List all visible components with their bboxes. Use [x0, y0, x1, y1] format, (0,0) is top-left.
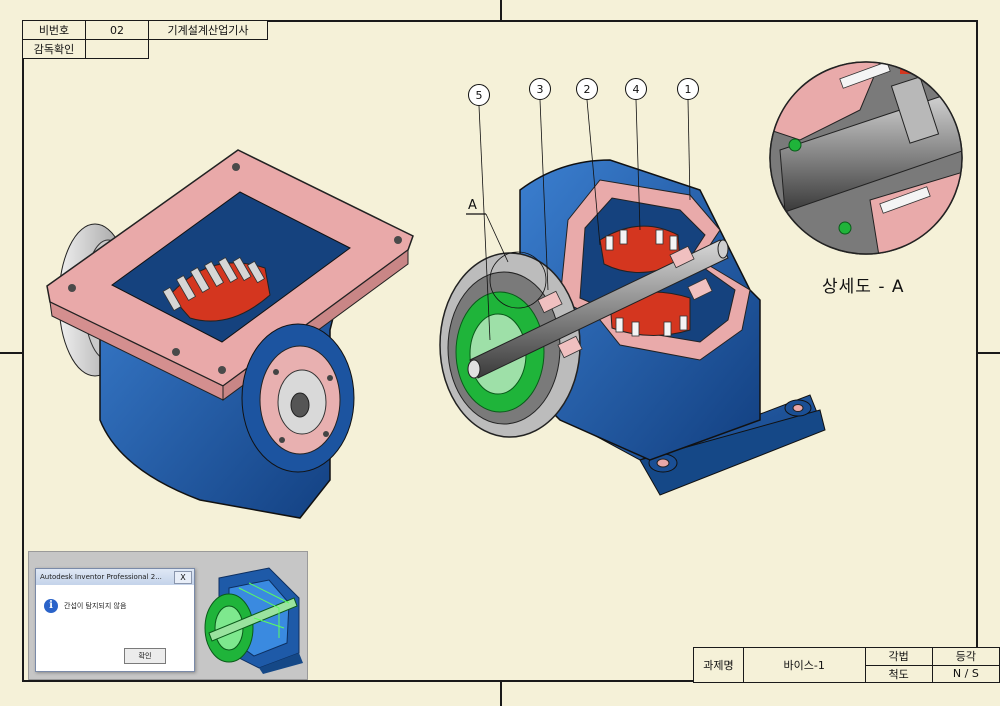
- bolt-hole: [232, 163, 240, 171]
- bolt-hole: [394, 236, 402, 244]
- shaft-end: [467, 359, 481, 379]
- inventor-dialog: Autodesk Inventor Professional 2... X i …: [35, 568, 195, 672]
- part-balloon-5: 5: [468, 84, 490, 106]
- detail-gear-fragment: [900, 62, 925, 74]
- part-balloon-1: 1: [677, 78, 699, 100]
- cover-bolt: [327, 375, 333, 381]
- interference-check-inset: Autodesk Inventor Professional 2... X i …: [28, 551, 308, 680]
- header-exam-name: 기계설계산업기사: [148, 20, 268, 40]
- title-block: 과제명 바이스-1 각법 등각 척도 N / S: [693, 647, 1000, 683]
- base-bolt-hole: [792, 404, 804, 412]
- housing-section-view: [439, 159, 826, 496]
- balloon-leaders: [478, 99, 691, 341]
- center-mark-left: [0, 352, 22, 354]
- detail-seal: [838, 221, 852, 235]
- dialog-message: 간섭이 탐지되지 않음: [64, 602, 127, 610]
- header-table: 비번호 02 기계설계산업기사 감독확인: [22, 20, 268, 59]
- flange-edge-left: [49, 301, 224, 401]
- detail-circle-marker: [489, 251, 547, 309]
- title-label-scale: 척도: [864, 664, 933, 683]
- dialog-body: i 간섭이 탐지되지 않음 확인: [36, 585, 194, 671]
- cover-bolt: [323, 431, 329, 437]
- close-icon[interactable]: X: [174, 571, 192, 584]
- shaft-end-left: [290, 392, 310, 418]
- part-balloon-3: 3: [529, 78, 551, 100]
- section-mark-label: A: [468, 198, 477, 213]
- detail-caption: 상세도 - A: [822, 277, 905, 297]
- detail-bushing: [890, 76, 940, 144]
- drawing-frame: [22, 20, 978, 682]
- detail-outline: [769, 61, 963, 255]
- detail-bolt: [839, 62, 931, 214]
- bearings-section: [537, 245, 713, 359]
- title-label-projection: 각법: [864, 647, 933, 666]
- cover-bolt: [279, 437, 285, 443]
- cover-bolt: [273, 369, 279, 375]
- section-line-diagonal: [485, 213, 509, 263]
- title-projection-value: 등각: [931, 647, 1000, 666]
- detail-blue-fragment: [935, 62, 955, 74]
- bolt-hole: [172, 348, 180, 356]
- title-scale-value: N / S: [931, 664, 1000, 683]
- bolt-hole: [218, 366, 226, 374]
- header-empty: [148, 39, 268, 59]
- bolt-hole: [68, 284, 76, 292]
- center-mark-top: [500, 0, 502, 20]
- title-project-name: 바이스-1: [742, 647, 866, 683]
- center-mark-right: [978, 352, 1000, 354]
- base-edge: [639, 409, 826, 496]
- gear-teeth-section: [605, 229, 688, 337]
- housing-left-view: [46, 149, 414, 519]
- shaft-end-far: [717, 239, 729, 259]
- part-balloon-4: 4: [625, 78, 647, 100]
- ok-button[interactable]: 확인: [124, 648, 166, 664]
- base-bolt-hole: [656, 458, 670, 468]
- detail-seal: [788, 138, 802, 152]
- gear-teeth-left: [162, 256, 266, 312]
- part-balloon-2: 2: [576, 78, 598, 100]
- center-mark-bottom: [500, 682, 502, 706]
- info-icon: i: [44, 599, 58, 613]
- interference-preview: [204, 567, 303, 674]
- detail-view-a: [769, 61, 963, 255]
- dialog-title: Autodesk Inventor Professional 2...: [36, 569, 194, 585]
- title-label-project: 과제명: [693, 647, 744, 683]
